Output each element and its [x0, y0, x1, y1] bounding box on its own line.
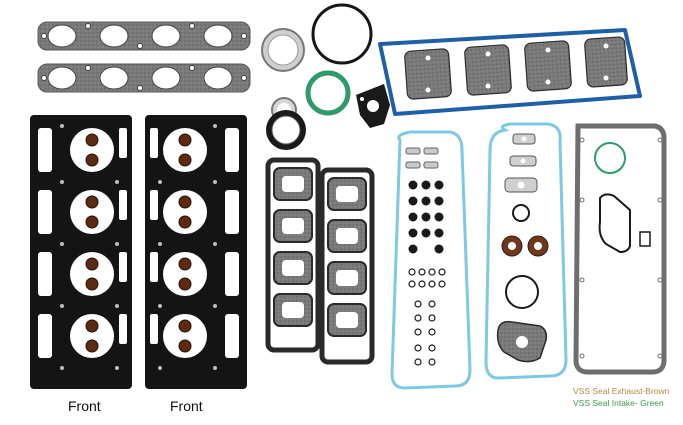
vss-intake-label: VSS Seal Intake- Green	[573, 398, 664, 408]
o-ring-black-large	[311, 3, 373, 65]
round-seal-black	[266, 110, 306, 150]
head-gasket-left	[30, 115, 132, 389]
small-gasket-cluster	[496, 133, 549, 363]
water-pump-gasket	[356, 84, 390, 128]
o-ring-green	[305, 70, 351, 116]
valve-stem-seal-set	[405, 147, 446, 366]
intake-manifold-gasket-right	[319, 167, 375, 365]
vss-exhaust-label: VSS Seal Exhaust-Brown	[573, 386, 670, 396]
front-cover-gasket	[573, 123, 667, 375]
exhaust-manifold-gasket-top	[37, 21, 251, 51]
oil-pan-gasket-left	[390, 130, 472, 390]
oil-pan-gasket-right	[484, 122, 568, 380]
front-label-left: Front	[68, 398, 101, 414]
exhaust-manifold-gasket-bottom	[37, 63, 251, 93]
intake-manifold-gasket-left	[265, 157, 321, 353]
front-label-right: Front	[170, 398, 203, 414]
head-gasket-right	[145, 115, 247, 389]
valve-cover-gasket	[378, 28, 642, 116]
round-seal-gray	[261, 28, 305, 72]
